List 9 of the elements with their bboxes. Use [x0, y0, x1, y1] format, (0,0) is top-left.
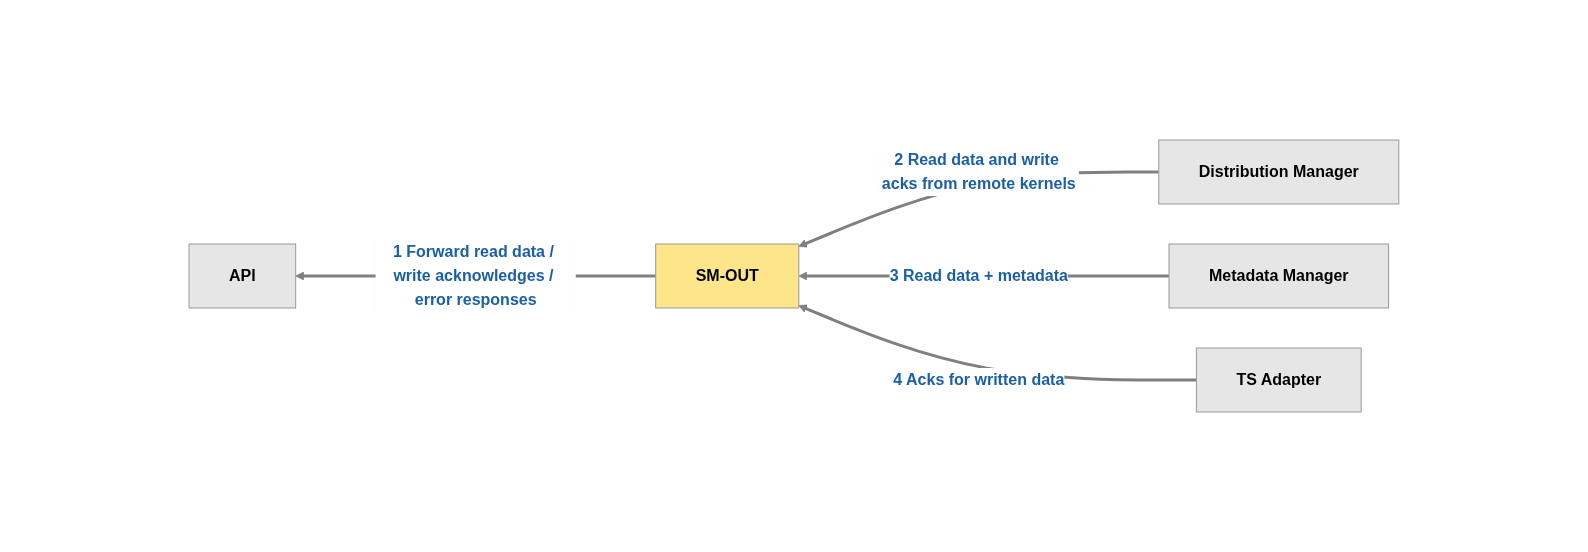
- node-box: API: [188, 243, 297, 309]
- edge-label: 1 Forward read data / write acknowledges / error responses: [393, 243, 554, 308]
- edge-label: 4 Acks for written data: [893, 371, 1065, 388]
- node-box: Metadata Manager: [1168, 243, 1390, 309]
- node-box: Distribution Manager: [1158, 139, 1400, 205]
- node-box: TS Adapter: [1196, 347, 1362, 413]
- edge-label: 2 Read data and write acks from remote kernels: [881, 151, 1076, 192]
- node-box: SM-OUT: [655, 243, 800, 309]
- edge-label: 3 Read data + metadata: [889, 267, 1069, 284]
